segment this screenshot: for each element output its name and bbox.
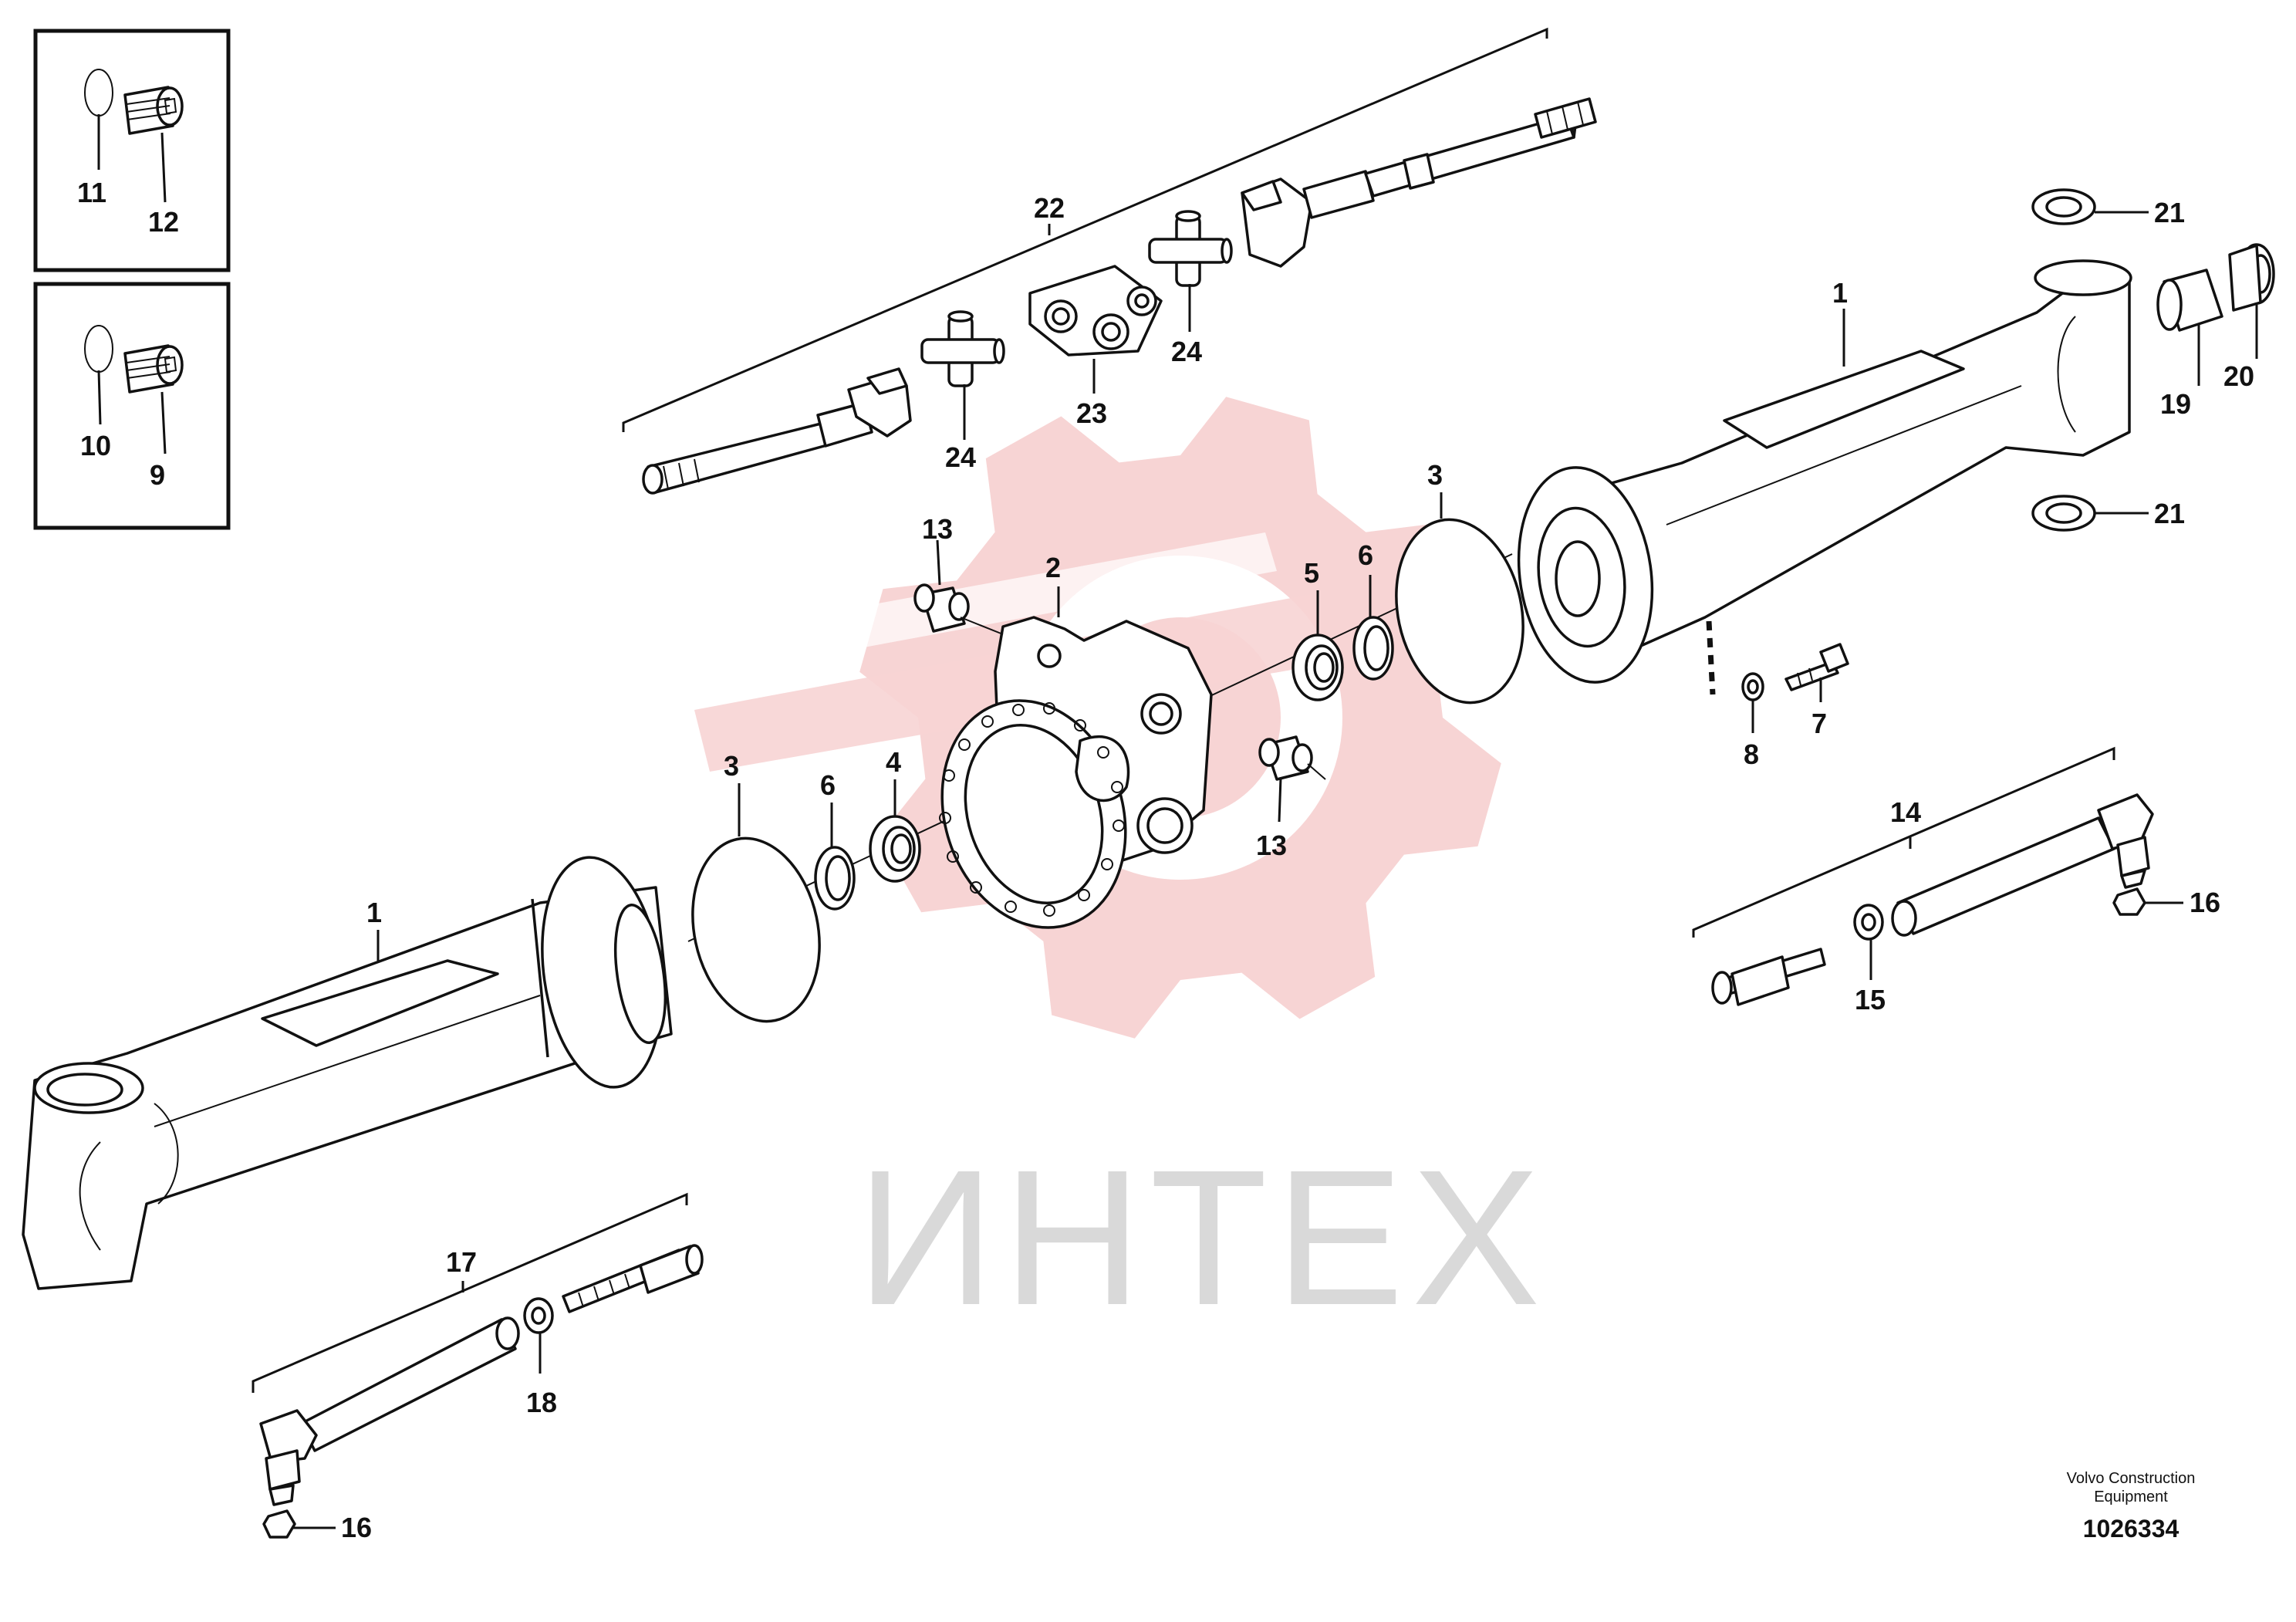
callout-1-right: 1 <box>1832 277 1848 309</box>
bushing-bottom: 13 <box>1256 735 1326 861</box>
shaft-right <box>1302 97 1597 219</box>
callout-1-left: 1 <box>366 897 382 928</box>
ring-6-left: 6 <box>814 769 856 911</box>
center-housing: 2 <box>687 552 1513 942</box>
callout-6-left: 6 <box>820 769 836 801</box>
callout-9: 9 <box>150 459 165 491</box>
oring-3-left: 3 <box>691 750 821 1023</box>
callout-24-right: 24 <box>1171 336 1202 367</box>
center-yoke <box>1028 265 1163 357</box>
callout-15: 15 <box>1855 984 1886 1015</box>
bushing-19: 19 <box>2156 269 2223 420</box>
universal-cross-right <box>1148 210 1233 287</box>
center-flange-bolts <box>939 702 1125 917</box>
yoke-left <box>847 367 912 438</box>
drawing-number: 1026334 <box>2083 1515 2180 1543</box>
callout-10: 10 <box>80 430 111 461</box>
callout-23: 23 <box>1076 397 1107 429</box>
callout-3-right: 3 <box>1427 459 1443 491</box>
callout-2: 2 <box>1045 552 1061 583</box>
callout-14: 14 <box>1890 796 1921 828</box>
callout-24-left: 24 <box>945 441 976 473</box>
callout-19: 19 <box>2160 388 2191 420</box>
callout-13-top: 13 <box>922 513 953 545</box>
shaft-left <box>642 401 873 495</box>
callout-4: 4 <box>886 746 901 778</box>
callout-22: 22 <box>1034 192 1065 224</box>
callout-7: 7 <box>1811 708 1827 739</box>
bearing-21-bottom: 21 <box>2031 495 2185 532</box>
manufacturer-line-1: Volvo Construction <box>2067 1470 2196 1487</box>
callout-16-left: 16 <box>341 1512 372 1543</box>
ring-6-right: 6 <box>1352 539 1394 681</box>
bushing-20: 20 <box>2223 243 2275 392</box>
footer: Volvo Construction Equipment 1026334 <box>2067 1470 2196 1543</box>
oring-3-right: 3 <box>1395 459 1524 705</box>
tie-rod-left: 17 16 18 <box>252 1192 704 1543</box>
callout-17: 17 <box>446 1246 477 1278</box>
bushing-top: 13 <box>913 513 1004 635</box>
inset-box-plug-11-12: 11 12 <box>33 29 231 272</box>
callout-20: 20 <box>2223 360 2254 392</box>
bearing-21-top: 21 <box>2031 188 2185 228</box>
manufacturer-line-2: Equipment <box>2094 1489 2168 1505</box>
callout-6-right: 6 <box>1358 539 1373 571</box>
bearing-5: 5 <box>1292 557 1344 701</box>
watermark-text: ИНТЕХ <box>856 1130 1548 1345</box>
callout-8: 8 <box>1744 738 1759 770</box>
axle-tube-left: 1 <box>22 856 673 1290</box>
callout-16-right: 16 <box>2190 887 2220 918</box>
callout-21-top: 21 <box>2154 197 2185 228</box>
axle-tube-right: 1 <box>1517 259 2132 695</box>
yoke-right <box>1241 177 1313 268</box>
bearing-4: 4 <box>869 746 921 883</box>
callout-3-left: 3 <box>724 750 739 782</box>
callout-12: 12 <box>148 206 179 238</box>
inset-box-plug-9-10: 10 9 <box>33 282 231 530</box>
callout-21-bottom: 21 <box>2154 498 2185 529</box>
callout-5: 5 <box>1304 557 1319 589</box>
bolt-7: 7 <box>1784 643 1849 739</box>
drive-shaft-assembly: 22 24 <box>622 27 1597 495</box>
callout-11: 11 <box>77 177 106 208</box>
universal-cross-left <box>920 310 1005 387</box>
washer-8: 8 <box>1741 672 1764 770</box>
tie-rod-right: 14 16 15 <box>1692 746 2220 1015</box>
callout-13-bottom: 13 <box>1256 830 1287 861</box>
callout-18: 18 <box>526 1387 557 1418</box>
